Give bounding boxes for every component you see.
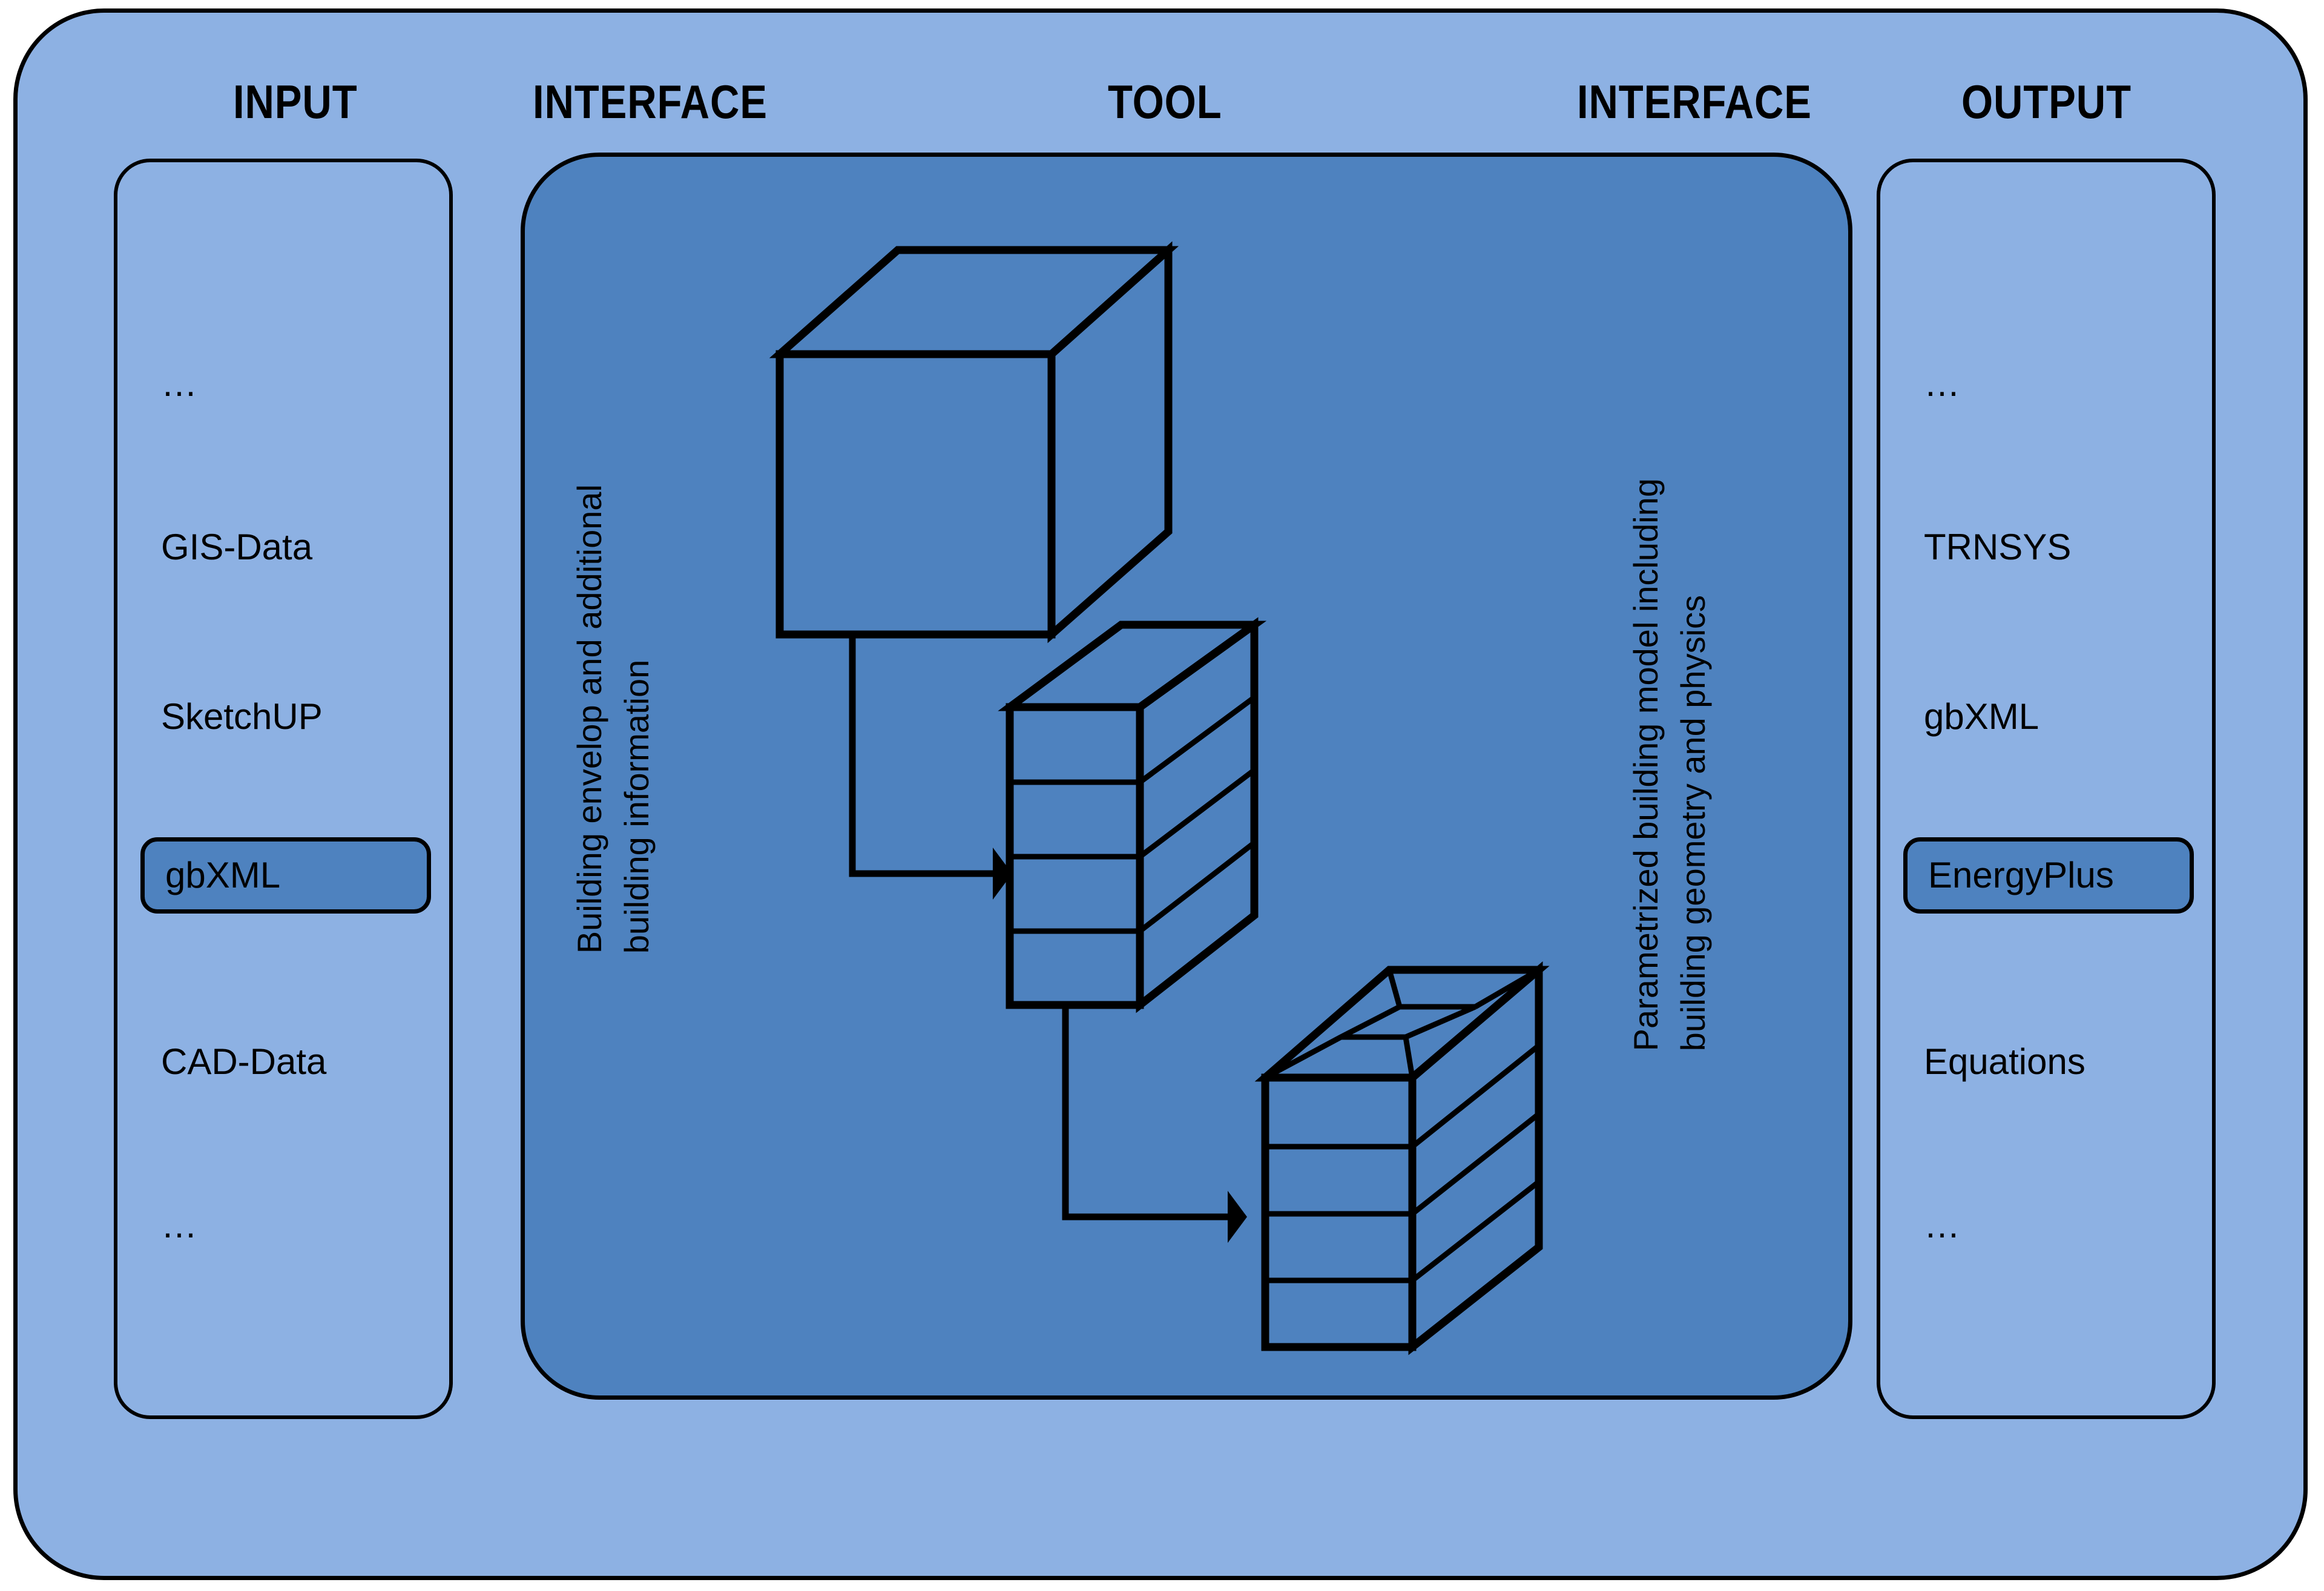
- interface-right-caption: Parametrized building model including bu…: [1622, 478, 1717, 1051]
- output-column: … TRNSYS gbXML EnergyPlus Equations …: [1877, 159, 2216, 1419]
- interface-left-caption-line1: Building envelop and additional: [570, 484, 608, 954]
- interface-left-caption: Building envelop and additional building…: [566, 484, 660, 954]
- input-item-5: …: [161, 1205, 201, 1245]
- output-item-energyplus-highlighted[interactable]: EnergyPlus: [1903, 837, 2194, 914]
- interface-left-caption-line2: building information: [617, 659, 656, 954]
- output-item-trnsys: TRNSYS: [1924, 527, 2072, 567]
- input-item-cad-data: CAD-Data: [161, 1041, 327, 1082]
- output-item-0: …: [1924, 363, 1964, 404]
- output-item-5: …: [1924, 1205, 1964, 1245]
- interface-right-caption-line1: Parametrized building model including: [1627, 478, 1665, 1052]
- input-item-gis-data: GIS-Data: [161, 527, 313, 567]
- output-item-gbxml: gbXML: [1924, 696, 2039, 737]
- interface-right-caption-line2: building geometry and physics: [1674, 595, 1712, 1052]
- output-item-equations: Equations: [1924, 1041, 2085, 1082]
- input-column: … GIS-Data SketchUP gbXML CAD-Data …: [114, 159, 453, 1419]
- input-item-0: …: [161, 363, 201, 404]
- input-item-sketchup: SketchUP: [161, 696, 323, 737]
- input-item-gbxml-highlighted[interactable]: gbXML: [140, 837, 431, 914]
